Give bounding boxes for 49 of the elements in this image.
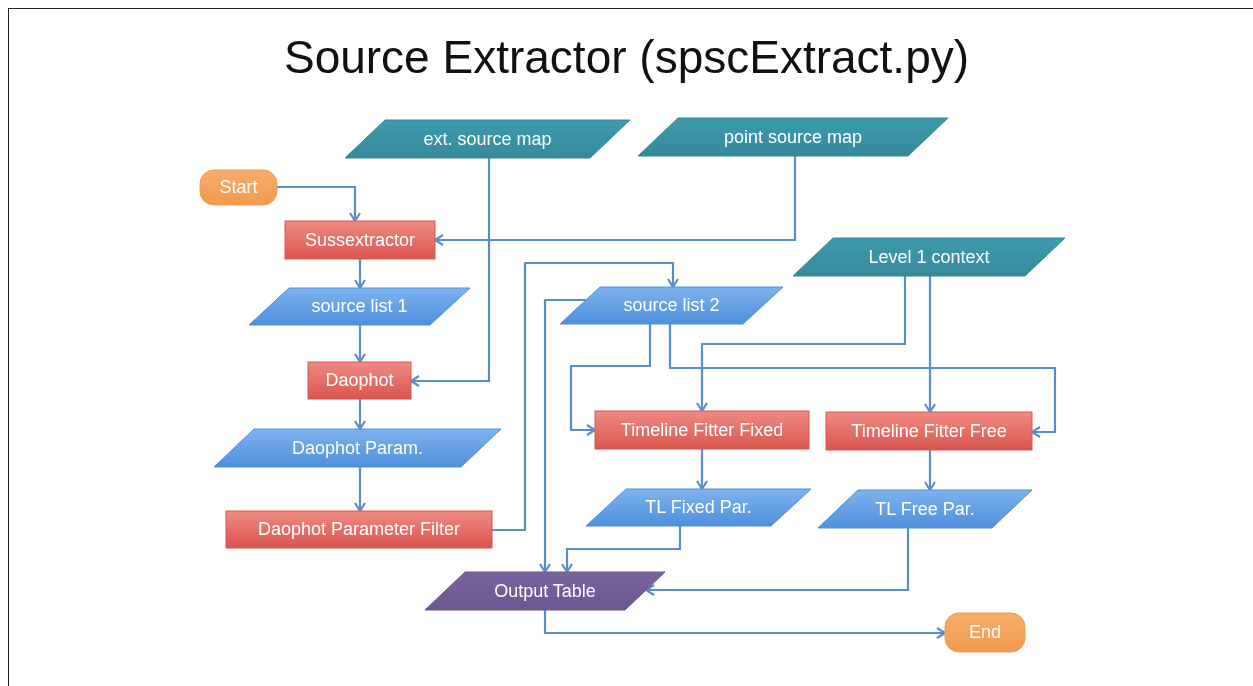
- arrow: [644, 528, 910, 597]
- arrow: [492, 261, 680, 532]
- arrow: [560, 526, 682, 574]
- node-label: Level 1 context: [868, 246, 990, 268]
- node-label: Sussextractor: [304, 229, 415, 251]
- node-label: TL Free Par.: [875, 498, 975, 520]
- data-parallelogram: [249, 288, 470, 325]
- arrow: [353, 399, 367, 431]
- node-label: point source map: [723, 126, 863, 148]
- data-parallelogram: [793, 238, 1065, 276]
- process-box: [826, 412, 1032, 450]
- data-parallelogram: [560, 287, 783, 324]
- node-label: Daophot Param.: [291, 437, 424, 459]
- data-parallelogram: [638, 118, 948, 156]
- node-label: ext. source map: [423, 128, 552, 150]
- arrow: [353, 259, 367, 290]
- data-parallelogram: [425, 572, 665, 610]
- arrow: [569, 324, 652, 437]
- arrow: [353, 325, 367, 364]
- node-label: Daophot Parameter Filter: [257, 519, 461, 540]
- node-label: TL Fixed Par.: [645, 497, 752, 518]
- arrow: [923, 450, 937, 492]
- node-label: Start: [219, 177, 258, 198]
- arrow: [695, 449, 709, 491]
- arrow: [538, 298, 586, 574]
- arrow: [543, 610, 947, 640]
- process-box: [595, 411, 809, 449]
- node-label: Daophot: [325, 370, 394, 391]
- node-label: source list 2: [623, 295, 720, 316]
- diagram-title: Source Extractor (spscExtract.py): [283, 31, 970, 83]
- arrow: [277, 185, 362, 223]
- node-label: Output Table: [494, 580, 596, 602]
- arrow: [353, 467, 367, 513]
- process-box: [308, 362, 411, 399]
- node-label: source list 1: [311, 296, 408, 317]
- data-parallelogram: [214, 429, 501, 467]
- data-parallelogram: [586, 489, 811, 526]
- process-box: [285, 221, 435, 259]
- data-parallelogram: [818, 490, 1032, 528]
- terminal-shape: [200, 170, 277, 205]
- arrow: [695, 276, 907, 413]
- arrow: [923, 276, 937, 414]
- node-label: End: [969, 622, 1001, 643]
- data-parallelogram: [345, 120, 630, 158]
- process-box: [226, 511, 492, 548]
- node-label: Timeline Fitter Free: [851, 420, 1007, 442]
- terminal-shape: [945, 613, 1025, 652]
- node-label: Timeline Fitter Fixed: [620, 419, 784, 441]
- arrow: [668, 324, 1057, 439]
